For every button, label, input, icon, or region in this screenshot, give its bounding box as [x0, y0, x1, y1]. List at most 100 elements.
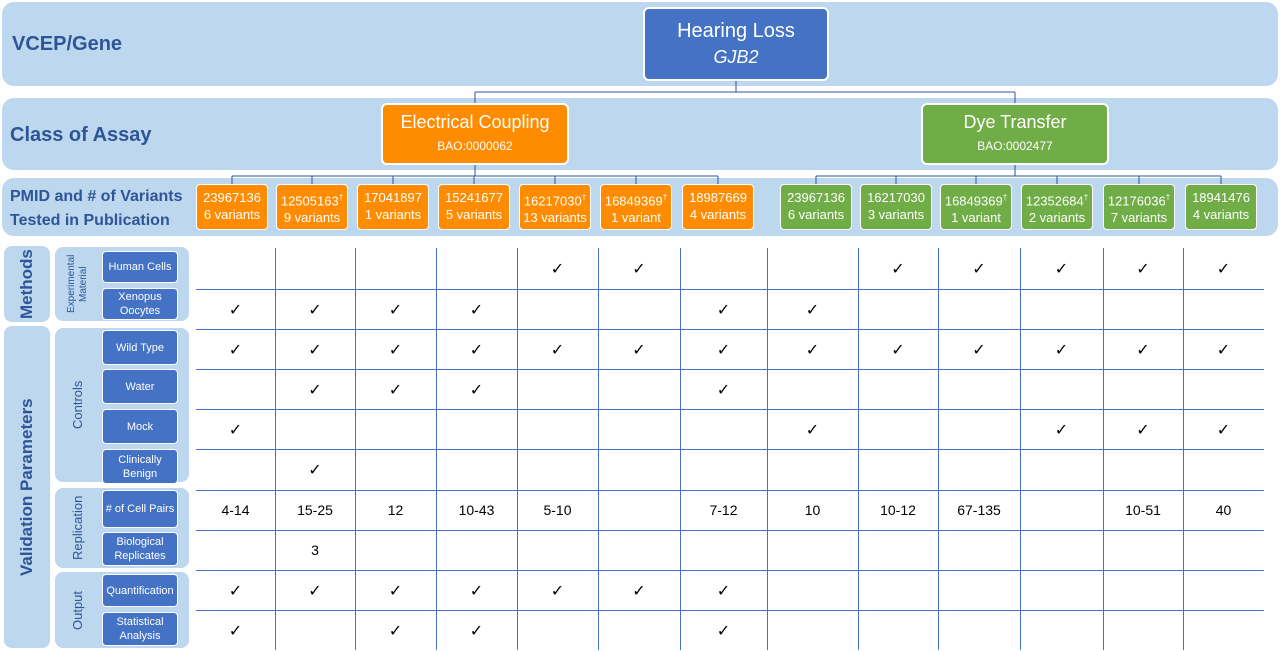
check-mark: ✓: [388, 620, 403, 640]
check-mark: ✓: [308, 379, 322, 399]
publication-pmid: 17041897: [364, 190, 422, 205]
check-mark: ✓: [228, 339, 243, 359]
publication-pmid-line: 17041897: [358, 189, 428, 206]
group-label: Validation Parameters: [17, 398, 36, 576]
check-mark: ✓: [469, 580, 484, 600]
table-cell-value: 15-25: [297, 502, 333, 518]
check-mark: ✓: [469, 339, 484, 359]
publication-pmid-line: 16849369†: [941, 189, 1011, 209]
publication-pmid-line: 16217030: [861, 189, 931, 206]
table-column-divider: [1183, 248, 1184, 650]
vcep-gene-band: [2, 2, 1278, 86]
assay-name: Dye Transfer: [963, 112, 1067, 132]
table-cell-value: 10: [804, 502, 821, 518]
check-mark: ✓: [308, 299, 322, 319]
parameter-label: Statistical Analysis: [102, 612, 178, 646]
group-label: Methods: [17, 249, 36, 319]
parameter-label: Mock: [102, 409, 178, 444]
publication-box: 12505163†9 variants: [276, 184, 348, 230]
table-row-divider: [196, 610, 1264, 611]
table-column-divider: [598, 248, 599, 650]
check-mark: ✓: [716, 580, 731, 600]
publication-pmid-line: 12352684†: [1022, 189, 1092, 209]
publication-pmid: 12505163: [280, 193, 339, 209]
check-mark: ✓: [632, 580, 646, 600]
check-mark: ✓: [228, 299, 243, 319]
publication-variant-count: 4 variants: [1192, 207, 1250, 222]
assay-name: Electrical Coupling: [400, 112, 550, 132]
check-mark: ✓: [388, 339, 403, 359]
publication-box: 18987669 4 variants: [682, 184, 754, 230]
check-mark: ✓: [550, 259, 565, 278]
check-mark: ✓: [632, 339, 646, 359]
publication-variant-count: 7 variants: [1110, 210, 1168, 226]
publication-pmid-line: 15241677: [439, 189, 509, 206]
table-column-divider: [858, 248, 859, 650]
table-column-divider: [517, 248, 518, 650]
publication-variant-count: 6 variants: [203, 207, 261, 222]
check-mark: ✓: [1054, 419, 1069, 439]
publication-pmid: 12352684: [1025, 193, 1084, 209]
check-mark: ✓: [1216, 339, 1231, 359]
subgroup-label: Controls: [70, 380, 85, 430]
table-cell-value: 40: [1215, 502, 1232, 518]
table-row-divider: [196, 490, 1264, 491]
root-title: Hearing Loss: [677, 20, 795, 42]
publication-variant-count: 9 variants: [283, 210, 341, 226]
pmid-label-line1: PMID and # of Variants: [10, 188, 183, 205]
publication-pmid-line: 23967136: [781, 189, 851, 206]
check-mark: ✓: [972, 339, 986, 359]
check-mark: ✓: [550, 580, 565, 600]
publication-pmid-line: 18987669: [683, 189, 753, 206]
check-mark: ✓: [716, 620, 731, 640]
check-mark: ✓: [1136, 419, 1150, 439]
table-cell-value: 10-51: [1125, 502, 1161, 518]
parameter-label: Human Cells: [102, 251, 178, 283]
check-mark: ✓: [805, 299, 820, 319]
table-cell-value: 5-10: [543, 502, 572, 518]
table-cell-value: 12: [387, 502, 404, 518]
pmid-label-line2: Tested in Publication: [10, 212, 170, 229]
publication-variant-count: 1 variant: [951, 210, 1001, 226]
root-gene: GJB2: [713, 47, 759, 67]
publication-box: 12176036†7 variants: [1103, 184, 1175, 230]
parameter-label: Quantification: [102, 574, 178, 607]
table-cell-value: 10-12: [880, 502, 916, 518]
check-mark: ✓: [716, 379, 731, 399]
check-mark: ✓: [469, 620, 484, 640]
publication-pmid-line: 18941476: [1186, 189, 1256, 206]
publication-variant-count: 1 variant: [611, 210, 661, 226]
check-mark: ✓: [550, 339, 565, 359]
check-mark: ✓: [228, 580, 243, 600]
table-row-divider: [196, 369, 1264, 370]
parameter-label: Wild Type: [102, 330, 178, 365]
check-mark: ✓: [1216, 259, 1231, 278]
publication-pmid-line: 16849369†: [601, 189, 671, 209]
check-mark: ✓: [891, 339, 905, 359]
publication-variant-count: 4 variants: [689, 207, 747, 222]
check-mark: ✓: [891, 259, 905, 278]
publication-pmid: 16217030: [867, 190, 925, 205]
check-mark: ✓: [632, 259, 646, 278]
publication-pmid-line: 12176036†: [1104, 189, 1174, 209]
check-mark: ✓: [469, 379, 484, 399]
table-column-divider: [436, 248, 437, 650]
table-cell-value: 10-43: [458, 502, 495, 518]
parameter-label: Water: [102, 369, 178, 404]
publication-pmid: 18987669: [689, 190, 747, 205]
table-row-divider: [196, 570, 1264, 571]
check-mark: ✓: [972, 259, 986, 278]
check-mark: ✓: [308, 580, 322, 600]
check-mark: ✓: [1216, 419, 1231, 439]
class-of-assay-label: Class of Assay: [10, 124, 152, 146]
parameter-label: # of Cell Pairs: [102, 490, 178, 528]
publication-dagger-mark: †: [1165, 193, 1171, 202]
subgroup-label: Replication: [70, 495, 85, 561]
publication-pmid: 23967136: [787, 190, 845, 205]
check-mark: ✓: [308, 460, 322, 479]
publication-pmid-line: 23967136: [197, 189, 267, 206]
